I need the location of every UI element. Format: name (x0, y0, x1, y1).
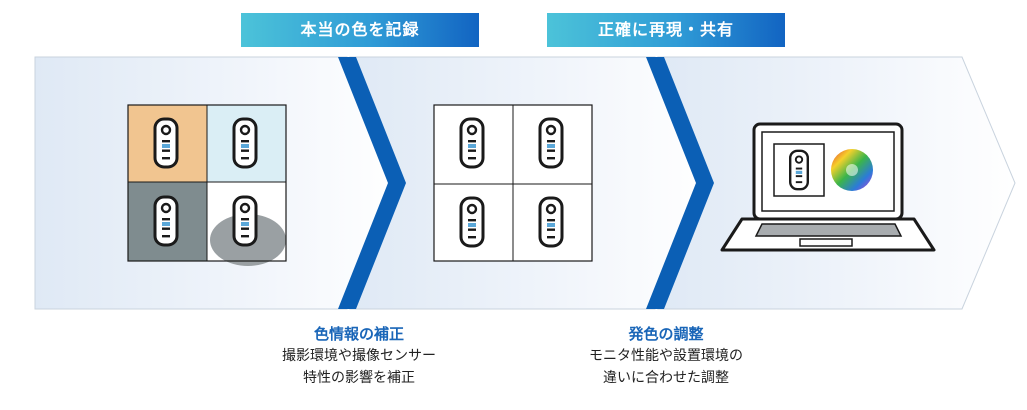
device-icon (538, 117, 564, 169)
device-icon (232, 117, 258, 169)
chevron-arrow-1 (338, 57, 406, 309)
caption-color-correction: 色情報の補正 撮影環境や撮像センサー 特性の影響を補正 (239, 323, 479, 389)
caption-line: 撮影環境や撮像センサー (282, 348, 436, 364)
corrected-grid (433, 104, 593, 262)
stage-label-record: 本当の色を記録 (241, 13, 479, 47)
caption-line: 特性の影響を補正 (303, 370, 415, 386)
chevron-arrow-2 (646, 57, 714, 309)
device-icon (153, 117, 179, 169)
caption-title: 発色の調整 (628, 325, 704, 343)
stage-label-reproduce: 正確に再現・共有 (547, 13, 785, 47)
caption-line: 違いに合わせた調整 (603, 370, 729, 386)
device-icon (538, 196, 564, 248)
caption-line: モニタ性能や設置環境の (589, 348, 743, 364)
raw-capture-grid (127, 104, 287, 266)
device-icon (232, 195, 258, 247)
device-icon (153, 195, 179, 247)
caption-color-adjustment: 発色の調整 モニタ性能や設置環境の 違いに合わせた調整 (546, 323, 786, 389)
device-icon (789, 149, 809, 191)
laptop-icon (720, 122, 936, 252)
device-icon (459, 117, 485, 169)
device-icon (459, 196, 485, 248)
caption-title: 色情報の補正 (313, 325, 404, 343)
